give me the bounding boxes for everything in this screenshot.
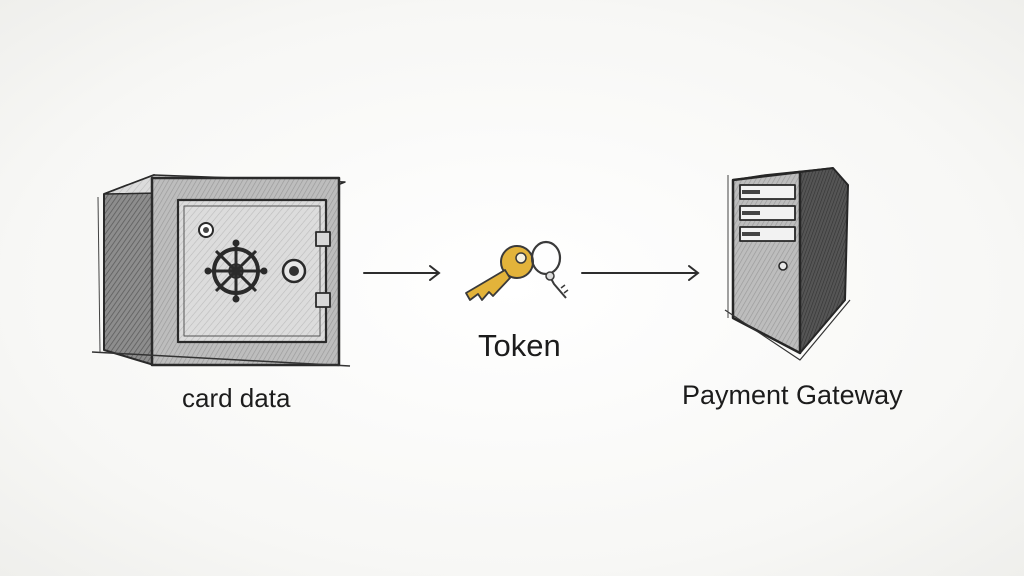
key-icon: [465, 240, 569, 301]
server-icon: [724, 167, 851, 361]
safe-wheel-icon: [204, 239, 268, 303]
safe-icon: [91, 174, 351, 367]
arrow-right-icon: [581, 265, 700, 281]
token-label: Token: [478, 328, 561, 363]
payment-gateway-label: Payment Gateway: [682, 380, 903, 410]
safe-dial-icon: [281, 258, 307, 284]
arrow-right-icon: [363, 265, 441, 281]
card-data-label: card data: [182, 383, 291, 413]
